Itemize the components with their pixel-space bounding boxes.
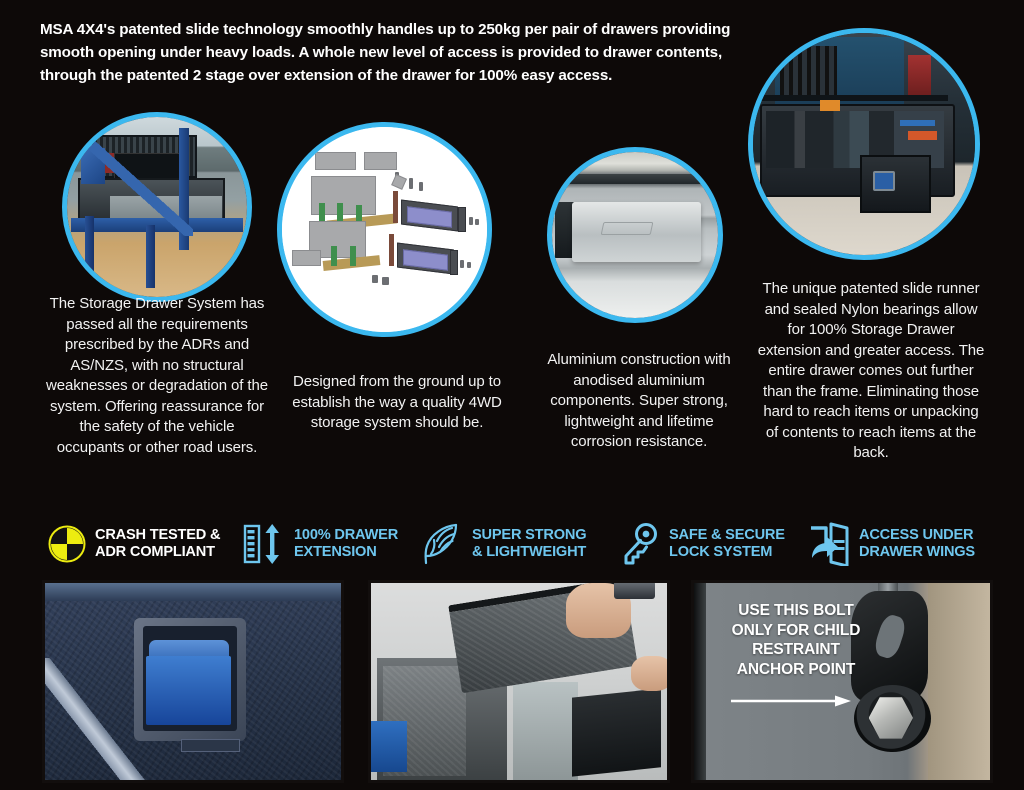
photo-detail-slide-rail xyxy=(757,95,949,101)
feature-card-storage-drawer-system xyxy=(62,112,252,302)
photo-detail-inner-panel xyxy=(513,681,579,780)
photo-test-frame xyxy=(67,117,247,297)
feature-badge-line2: DRAWER WINGS xyxy=(859,544,975,560)
feature-image-aluminium-construction xyxy=(547,147,723,323)
cad-part xyxy=(355,204,362,226)
photo-detail-blue-bin xyxy=(371,720,407,773)
feature-image-designed-from-ground-up xyxy=(277,122,492,337)
overlay-line-2: ONLY FOR CHILD xyxy=(731,621,861,639)
feature-badge-line2: LOCK SYSTEM xyxy=(669,544,773,560)
feather-icon xyxy=(424,523,458,565)
photo-detail-diagonal-bar xyxy=(45,657,164,780)
ruler-double-arrow-icon xyxy=(243,524,279,564)
feature-badge-lock-system: SAFE & SECURE LOCK SYSTEM xyxy=(620,523,785,565)
feature-caption-storage-drawer-system: The Storage Drawer System has passed all… xyxy=(46,295,268,456)
feature-image-patented-slide-runner xyxy=(748,28,980,260)
photo-detail-drawer-handle xyxy=(872,170,896,191)
feature-badge-line1: SUPER STRONG xyxy=(472,527,587,543)
photo-detail-bolt-head xyxy=(868,697,914,739)
cad-part xyxy=(466,262,471,269)
photo-extended-drawer xyxy=(753,33,975,255)
feature-badge-label: ACCESS UNDER DRAWER WINGS xyxy=(859,527,975,561)
overlay-line-4: ANCHOR POINT xyxy=(736,660,856,678)
bottom-photo-child-restraint-bolt: USE THIS BOLT ONLY FOR CHILD RESTRAINT A… xyxy=(691,580,993,783)
cad-part xyxy=(460,260,465,269)
photo-detail-left-edge xyxy=(694,583,706,780)
feature-badge-line1: ACCESS UNDER xyxy=(859,527,974,543)
msa-logo-emboss xyxy=(600,221,654,235)
feature-badge-line1: SAFE & SECURE xyxy=(669,527,785,543)
feature-badge-line1: 100% DRAWER xyxy=(294,527,399,543)
cad-part xyxy=(390,174,407,191)
cad-part xyxy=(349,245,356,267)
photo-detail-drawer-front xyxy=(859,155,931,213)
arrow-into-door-icon xyxy=(811,522,849,566)
photo-detail-post-2 xyxy=(85,216,94,285)
feature-badge-line2: & LIGHTWEIGHT xyxy=(472,544,587,560)
photo-detail-blue-item xyxy=(899,119,936,127)
cad-part xyxy=(474,219,479,226)
feature-card-designed-from-ground-up xyxy=(277,122,492,337)
cad-part xyxy=(292,250,321,267)
photo-detail-lock-plate xyxy=(181,738,241,753)
cad-part xyxy=(318,202,326,226)
photo-detail-hand-right xyxy=(631,655,667,692)
feature-card-patented-slide-runner xyxy=(748,28,980,260)
feature-badge-line2: ADR COMPLIANT xyxy=(95,544,215,560)
feature-badge-access-under-wings: ACCESS UNDER DRAWER WINGS xyxy=(808,522,975,566)
feature-card-aluminium-construction xyxy=(547,147,723,323)
child-restraint-overlay-text: USE THIS BOLT ONLY FOR CHILD RESTRAINT A… xyxy=(710,601,882,679)
photo-detail-post-3 xyxy=(146,225,156,288)
bottom-photo-drawer-wing xyxy=(368,580,670,783)
overlay-line-1: USE THIS BOLT xyxy=(738,602,854,619)
photo-detail-orange-item-2 xyxy=(908,130,938,140)
cad-part xyxy=(372,274,379,283)
feature-badge-label: SUPER STRONG & LIGHTWEIGHT xyxy=(472,527,587,561)
cad-part xyxy=(314,151,356,171)
feature-badge-label: CRASH TESTED & ADR COMPLIANT xyxy=(95,527,221,561)
feature-caption-aluminium-construction: Aluminium construction with anodised alu… xyxy=(547,351,731,450)
feature-image-storage-drawer-system xyxy=(62,112,252,302)
feature-badge-label: SAFE & SECURE LOCK SYSTEM xyxy=(669,527,785,561)
photo-detail-top-rail xyxy=(45,583,341,601)
photo-detail-wristwatch xyxy=(613,583,656,599)
feature-badge-crash-tested: CRASH TESTED & ADR COMPLIANT xyxy=(48,525,221,563)
photo-detail-diagonal-brace xyxy=(77,131,193,236)
feature-badge-line1: CRASH TESTED & xyxy=(95,527,221,543)
cad-part xyxy=(392,190,398,224)
intro-paragraph: MSA 4X4's patented slide technology smoo… xyxy=(40,21,731,84)
cad-part xyxy=(409,178,414,189)
cad-part xyxy=(388,233,394,267)
photo-aluminium-extrusion xyxy=(552,152,718,318)
key-icon xyxy=(624,523,657,565)
crash-test-dummy-icon xyxy=(48,525,86,563)
photo-cad-exploded-view xyxy=(282,127,487,332)
cad-part xyxy=(364,151,397,171)
feature-badge-super-strong: SUPER STRONG & LIGHTWEIGHT xyxy=(419,522,587,566)
right-arrow-icon xyxy=(731,695,851,707)
cad-part xyxy=(458,206,467,232)
photo-detail-dark-end xyxy=(555,201,574,259)
cad-part xyxy=(450,250,459,275)
cad-part xyxy=(331,245,338,267)
photo-detail-red-can xyxy=(908,55,931,96)
photo-detail-orange-item xyxy=(819,99,840,111)
cad-part xyxy=(419,182,424,191)
cad-part xyxy=(468,217,473,226)
feature-caption-patented-slide-runner: The unique patented slide runner and sea… xyxy=(757,280,985,461)
overlay-line-3: RESTRAINT xyxy=(752,641,840,658)
feature-caption-designed-from-ground-up: Designed from the ground up to establish… xyxy=(292,373,502,431)
bottom-photo-drawer-handle xyxy=(42,580,344,783)
cad-part xyxy=(382,276,389,285)
photo-detail-top-lip xyxy=(552,173,718,184)
feature-badge-drawer-extension: 100% DRAWER EXTENSION xyxy=(243,524,398,564)
cad-part xyxy=(337,202,344,226)
feature-badge-label: 100% DRAWER EXTENSION xyxy=(294,527,398,561)
photo-detail-tools xyxy=(779,46,838,96)
photo-detail-front-panel xyxy=(571,201,702,262)
feature-icon-bar: CRASH TESTED & ADR COMPLIANT 100% DRAWER… xyxy=(0,508,1024,578)
photo-detail-wing-frame xyxy=(572,688,662,777)
photo-detail-right-panel xyxy=(927,583,990,780)
feature-badge-line2: EXTENSION xyxy=(294,544,377,560)
